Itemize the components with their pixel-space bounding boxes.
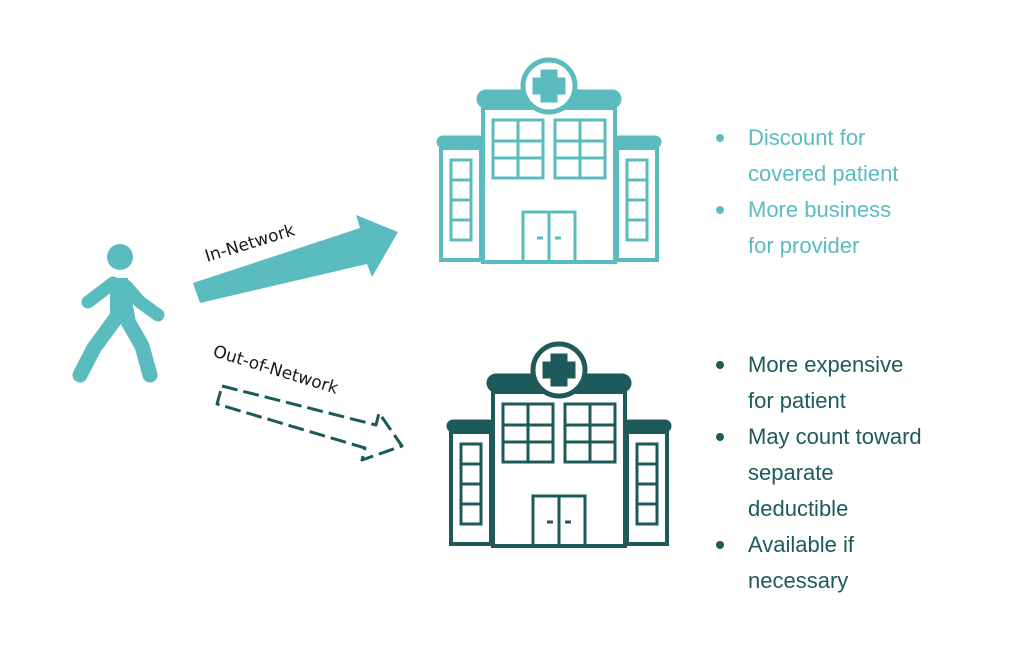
bullet-icon <box>716 361 724 369</box>
in-network-benefit-item: Discount for covered patient <box>716 120 956 192</box>
in-network-hospital-icon <box>437 60 661 262</box>
walking-person-icon <box>72 244 165 383</box>
in-network-arrow <box>193 215 398 303</box>
out-network-drawback-item: May count toward separate deductible <box>716 419 976 527</box>
out-network-drawback-item-line: More expensive <box>748 352 904 377</box>
in-network-benefit-item-line: covered patient <box>748 161 899 186</box>
bullet-icon <box>716 134 724 142</box>
in-network-benefit-item-line: Discount for <box>748 125 866 150</box>
out-network-label: Out-of-Network <box>211 342 341 399</box>
in-network-benefit-item: More business for provider <box>716 192 956 264</box>
out-network-drawback-item: Available if necessary <box>716 527 976 599</box>
bullet-icon <box>716 433 724 441</box>
bullet-icon <box>716 541 724 549</box>
out-network-drawback-item-line: deductible <box>748 496 849 521</box>
in-network-benefit-item-line: for provider <box>748 233 860 258</box>
in-network-benefit-item-line: More business <box>748 197 892 222</box>
out-network-drawback-item-line: Available if <box>748 532 854 557</box>
out-network-hospital-icon <box>447 344 671 546</box>
out-network-drawback-item: More expensive for patient <box>716 347 976 419</box>
out-network-drawback-item-line: for patient <box>748 388 846 413</box>
out-network-arrow <box>215 384 404 462</box>
out-network-drawback-item-line: separate <box>748 460 834 485</box>
out-network-drawback-item-line: necessary <box>748 568 849 593</box>
bullet-icon <box>716 206 724 214</box>
out-network-drawback-item-line: May count toward <box>748 424 922 449</box>
